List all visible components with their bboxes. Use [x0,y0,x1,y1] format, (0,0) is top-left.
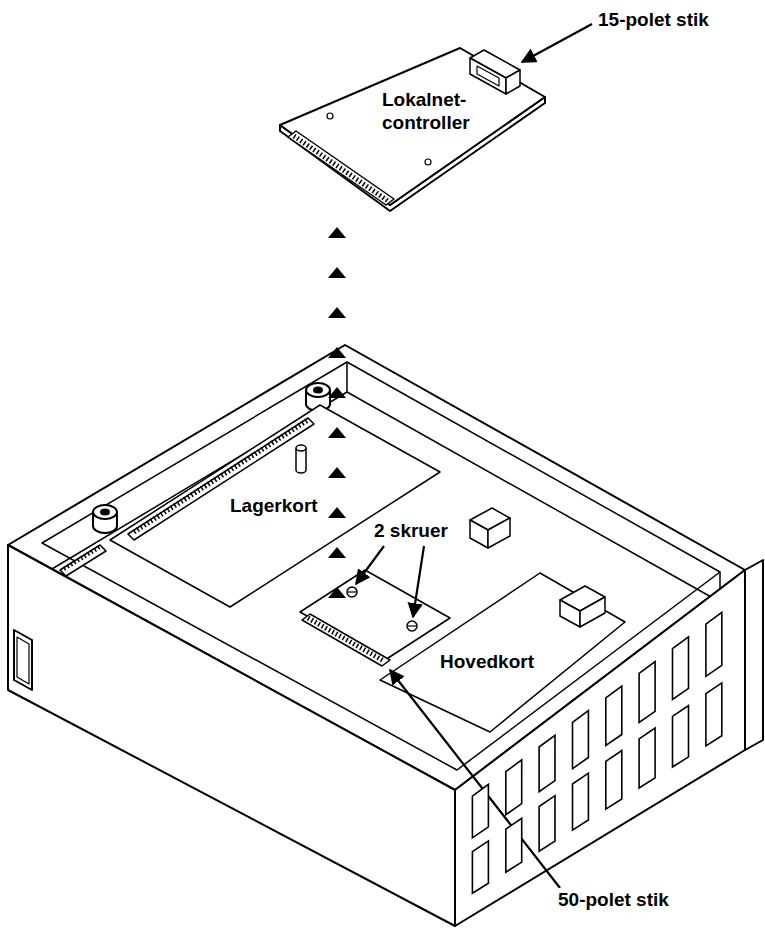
board-component [488,518,510,548]
vent-hole [472,784,488,837]
standoff-top [306,383,330,397]
screw [407,621,417,631]
board-connector [128,418,314,540]
motion-arrow [328,227,346,238]
vent-hole [539,796,555,852]
standoff-top [93,505,117,519]
vent-hole [673,706,689,768]
controller-slot-board [300,570,450,660]
board-label: Hovedkort [438,650,536,673]
motion-arrow [328,507,346,518]
standoff-hole [314,388,322,393]
vent-hole [673,637,689,700]
motion-arrow [328,467,346,478]
post-top [296,445,306,451]
connector-callout: 50-polet stik [556,888,671,911]
motion-arrow [328,347,346,358]
vent-hole [706,683,722,746]
leader-line [413,546,424,617]
board-connector [60,545,106,576]
leader-line [356,546,384,584]
vent-hole [606,686,622,745]
insertion-path [328,227,346,598]
fifty-pin-connector [302,614,390,666]
vent-hole [506,818,522,872]
side-panel [745,560,763,750]
vent-hole [706,612,722,676]
connector-pins [308,618,384,661]
connector-pins [64,547,100,569]
card-edge-connector [288,131,394,205]
motion-arrow [328,307,346,318]
motion-arrow [328,387,346,398]
vent-hole [606,751,622,810]
board-component [580,597,605,627]
vent-hole [573,773,589,830]
back-wall-corner [346,362,348,392]
vent-hole [639,728,655,788]
vent-hole [639,662,655,723]
screw [347,587,357,597]
screw-slot [348,591,356,592]
motion-arrow [328,547,346,558]
dsub-connector-side [506,70,520,94]
standoff-hole [101,510,109,515]
screw-slot [408,625,416,626]
vent-hole [573,711,589,769]
vent-hole [472,841,488,893]
power-switch-rocker [17,637,29,684]
vent-hole [506,760,522,815]
motion-arrow [328,427,346,438]
power-switch [14,630,32,690]
board-label: Lagerkort [228,494,320,517]
connector-pins [294,136,388,201]
card-hole [425,159,431,165]
controller-card [280,48,545,205]
card-label: Lokalnet- controller [380,88,488,134]
screw-callout: 2 skruer [372,519,450,542]
leader-line [522,24,592,62]
board-component [470,520,488,548]
dsub-shell [477,66,499,86]
memory-board [110,405,440,607]
vent-hole [539,735,555,791]
connector-callout: 15-polet stik [596,8,711,31]
board-component [560,600,580,627]
motion-arrow [328,267,346,278]
card-hole [327,113,333,119]
motion-arrow [328,587,346,598]
